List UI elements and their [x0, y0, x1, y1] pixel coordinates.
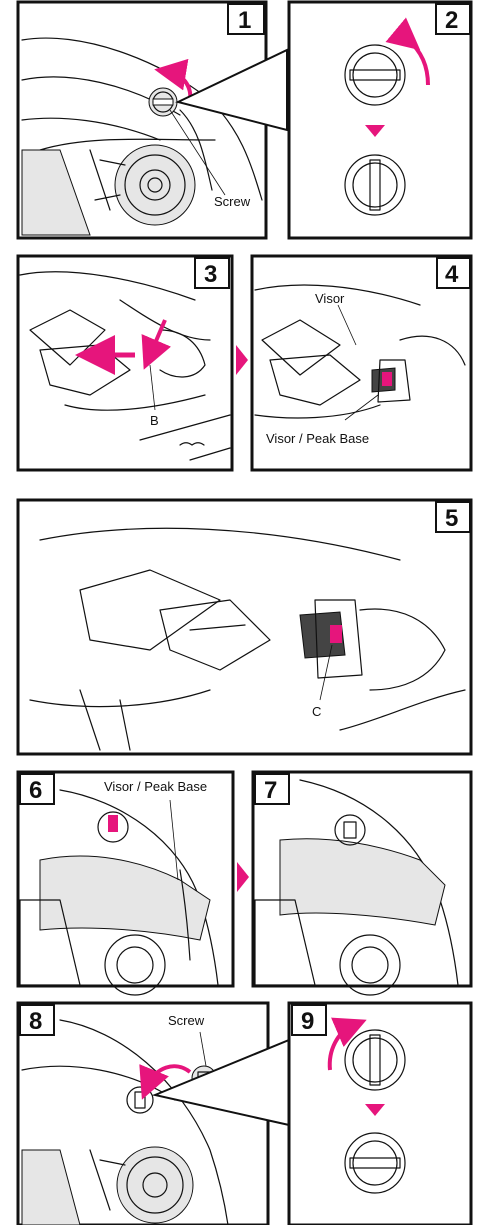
screw-icon [149, 88, 177, 116]
step-number: 5 [445, 505, 458, 532]
step-number: 7 [264, 777, 277, 804]
visor-label: Visor [315, 291, 345, 306]
panel-8: 8 Screw [18, 1003, 268, 1225]
step-number: 1 [238, 7, 251, 34]
panel-5: 5 C [18, 500, 471, 754]
panel-4: 4 Visor Visor / Peak Base [252, 256, 471, 470]
step-number: 6 [29, 777, 42, 804]
screw-label: Screw [168, 1013, 205, 1028]
point-c-label: C [312, 704, 321, 719]
latch-highlight [330, 625, 342, 643]
next-arrow [236, 345, 248, 375]
step-number: 3 [204, 261, 217, 288]
latch-highlight [382, 372, 392, 386]
visor-peak-base-label: Visor / Peak Base [266, 431, 369, 446]
panel-9: 9 [289, 1003, 471, 1225]
visor-peak-base-label: Visor / Peak Base [104, 779, 207, 794]
panel-7: 7 [253, 772, 471, 995]
step-number: 2 [445, 7, 458, 34]
screw-label: Screw [214, 194, 251, 209]
panel-3: 3 B [18, 256, 232, 470]
panel-1: 1 Screw [18, 2, 266, 238]
next-arrow [237, 862, 249, 892]
point-b-label: B [150, 413, 159, 428]
step-number: 9 [301, 1008, 314, 1035]
panel-6: 6 Visor / Peak Base [18, 772, 233, 995]
panel-2: 2 [289, 2, 471, 238]
step-number: 8 [29, 1008, 42, 1035]
step-number: 4 [445, 261, 459, 288]
